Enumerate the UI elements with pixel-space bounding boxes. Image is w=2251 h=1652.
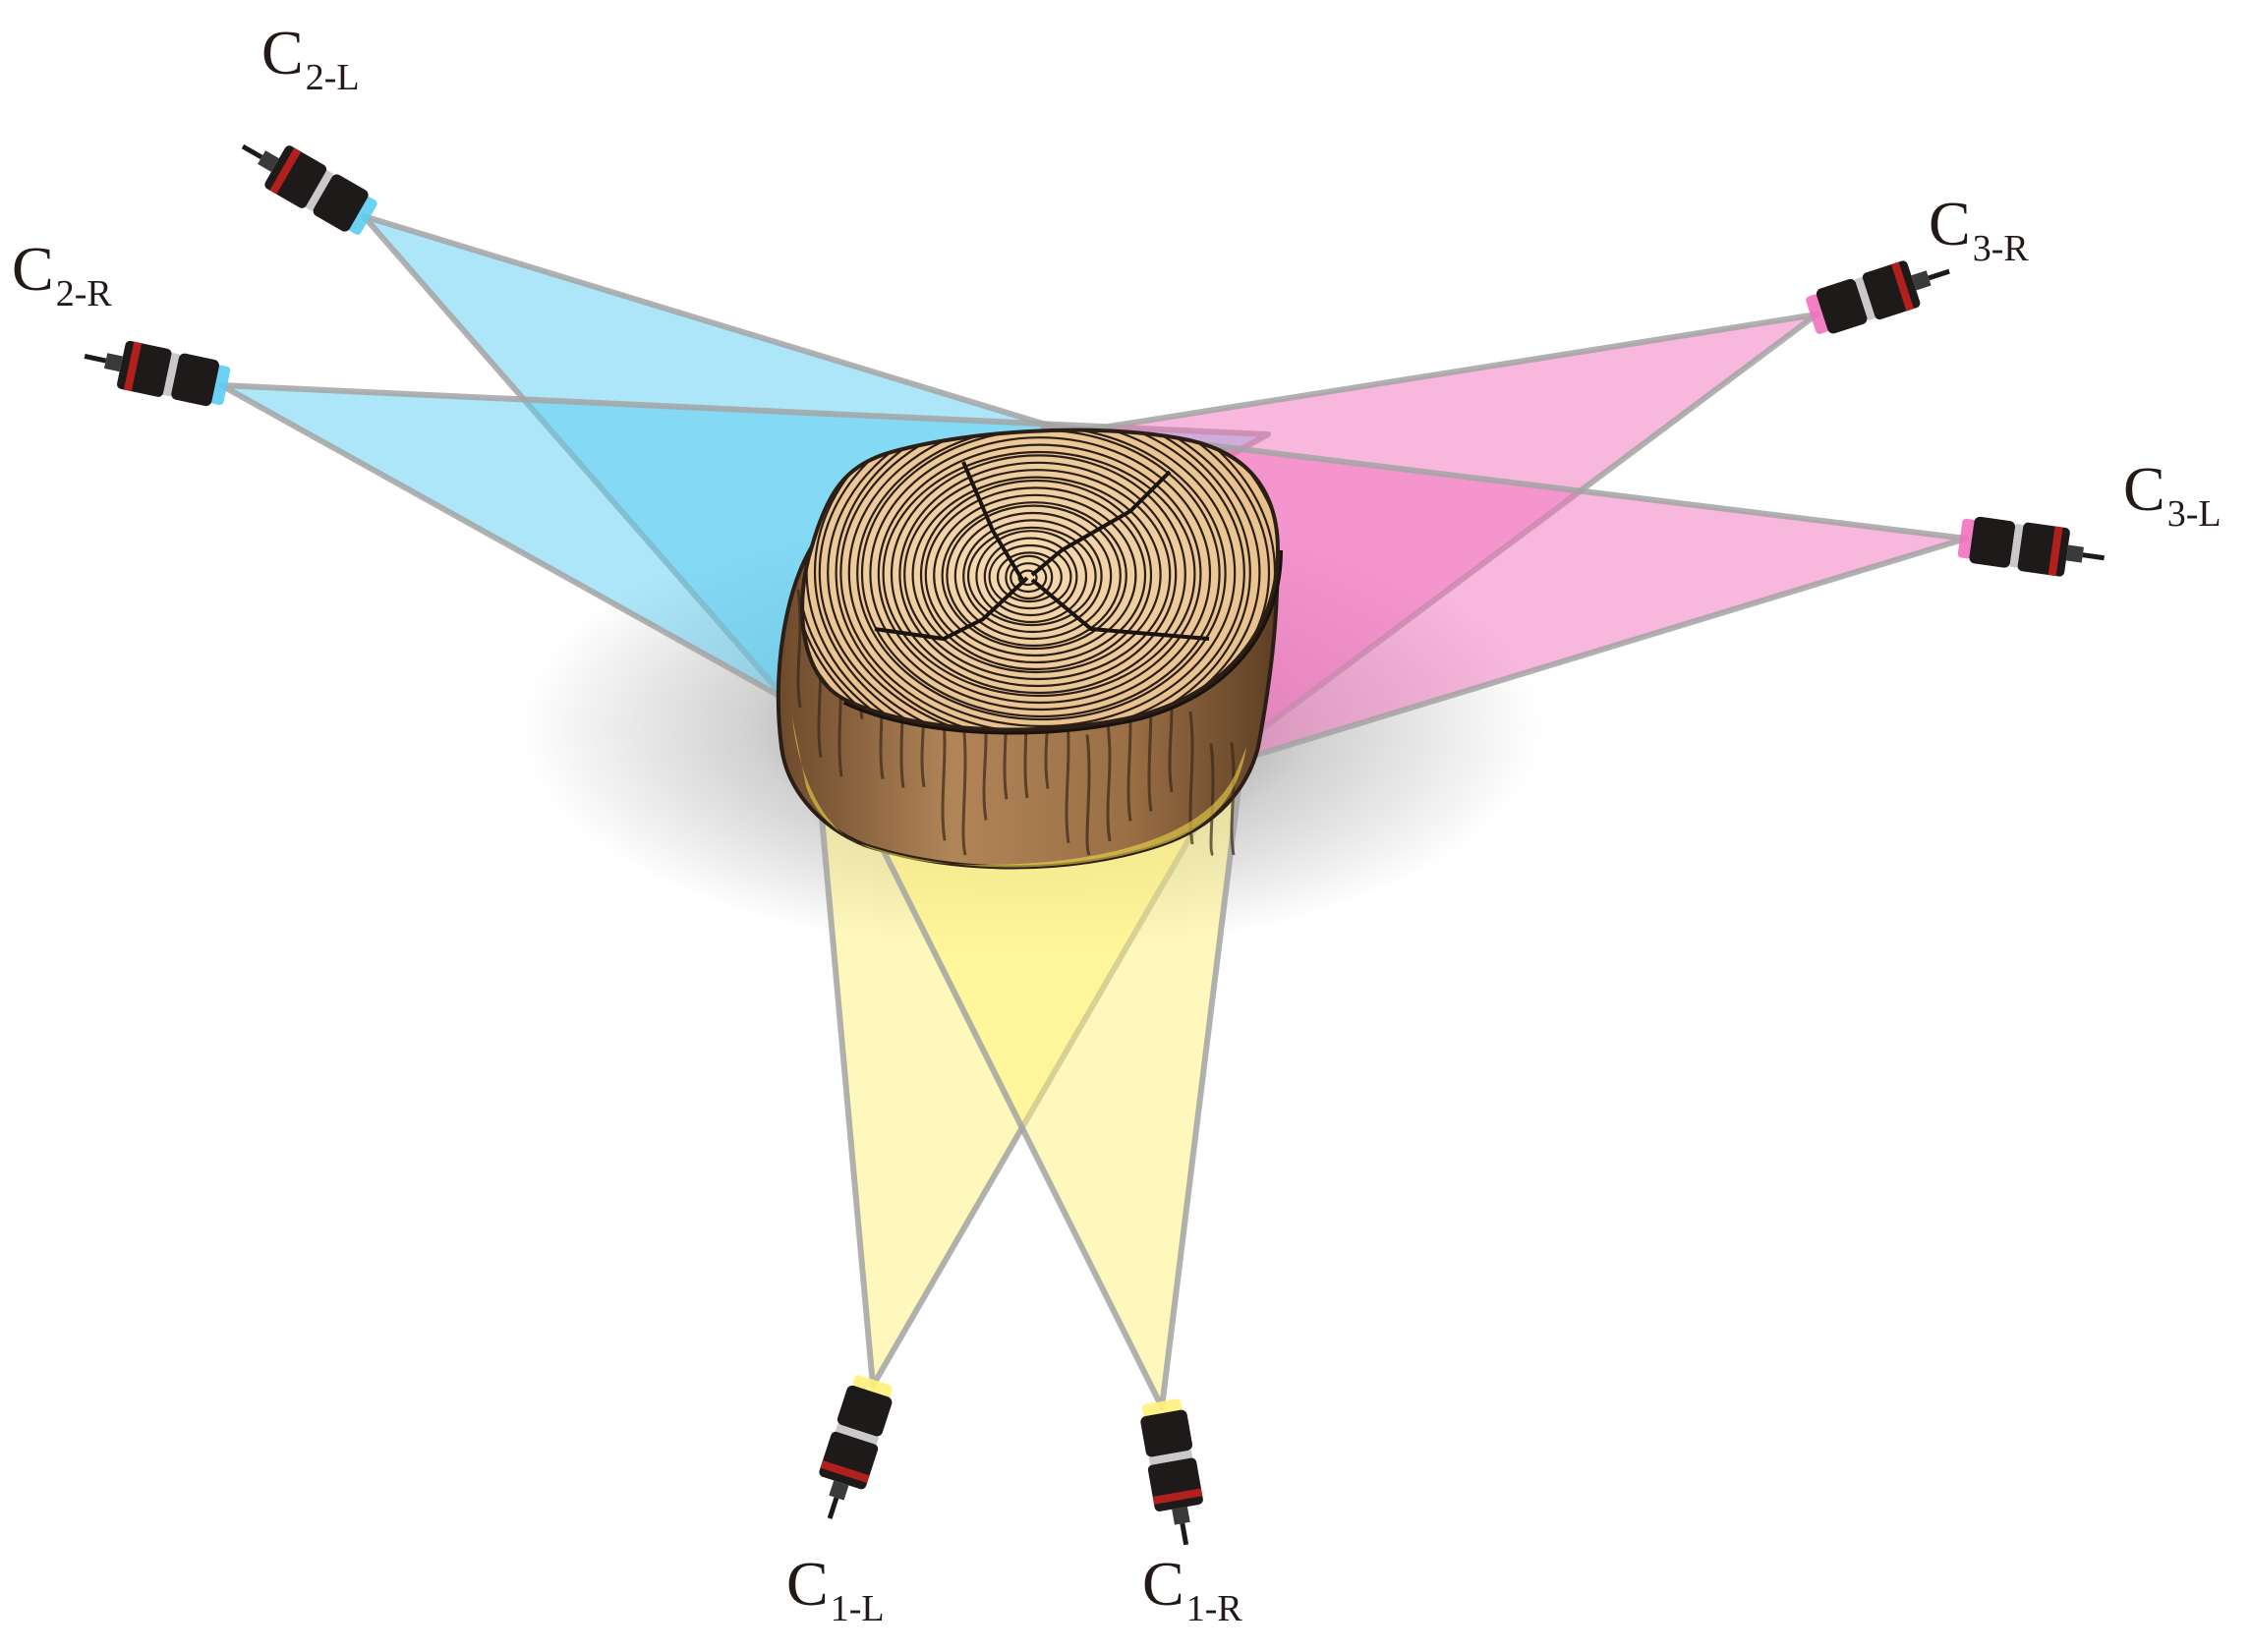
growth-ring (919, 479, 1153, 671)
growth-ring (835, 429, 1251, 730)
growth-ring (924, 486, 1147, 664)
camera-icon (84, 340, 231, 407)
bark-groove (796, 589, 802, 709)
growth-ring (903, 469, 1172, 681)
wood-log-icon (776, 427, 1283, 870)
growth-ring (941, 501, 1127, 651)
bark-groove (1085, 734, 1091, 856)
growth-ring (856, 429, 1227, 721)
growth-ring (839, 429, 1245, 730)
growth-ring (847, 429, 1237, 728)
camera-icon (1806, 260, 1950, 334)
growth-ring (933, 493, 1137, 657)
growth-ring (827, 429, 1261, 730)
bark-groove (961, 722, 967, 856)
growth-ring (911, 476, 1162, 674)
growth-ring (898, 461, 1178, 688)
growth-ring (877, 443, 1202, 705)
camera-icon (241, 143, 377, 235)
camera-icon (1957, 516, 2105, 577)
growth-ring (953, 511, 1113, 641)
growth-ring (962, 519, 1103, 634)
bark-groove (1209, 743, 1215, 857)
growth-ring (1010, 562, 1048, 594)
label-c2r: C2-R (12, 234, 112, 314)
growth-ring (813, 429, 1277, 730)
growth-ring (1005, 554, 1054, 600)
growth-ring (869, 436, 1212, 712)
growth-ring (805, 429, 1278, 730)
growth-ring (966, 526, 1097, 627)
label-c2l: C2-L (261, 18, 360, 98)
growth-ring (975, 530, 1088, 624)
growth-ring (890, 454, 1186, 695)
label-c3l: C3-L (2123, 454, 2222, 535)
camera-icon (819, 1375, 893, 1519)
label-c3r: C3-R (1929, 189, 2029, 269)
growth-ring (882, 450, 1196, 698)
growth-ring (983, 537, 1078, 617)
cameras (84, 143, 2105, 1546)
growth-ring (818, 429, 1271, 730)
growth-ring (996, 551, 1063, 603)
label-c1l: C1-L (786, 1549, 885, 1629)
growth-ring (988, 543, 1072, 610)
bark-groove (1106, 722, 1112, 842)
growth-ring (946, 504, 1122, 648)
label-c1r: C1-R (1142, 1549, 1242, 1629)
camera-icon (1140, 1398, 1203, 1546)
bark-groove (1230, 742, 1236, 856)
